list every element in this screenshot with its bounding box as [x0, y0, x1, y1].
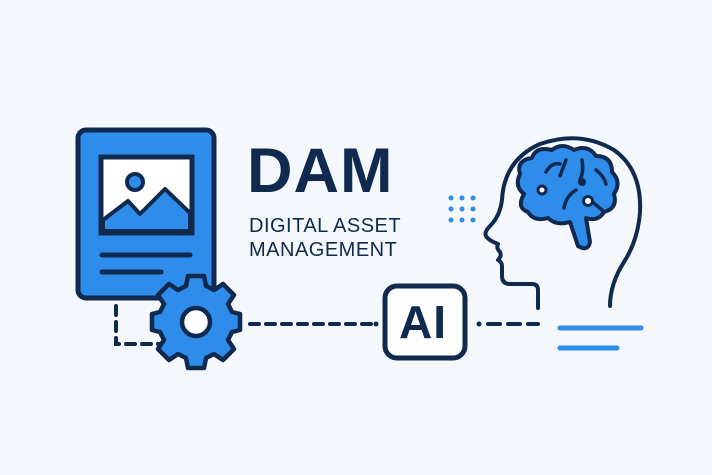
ai-badge-label: AI [399, 296, 447, 348]
human-head-icon [483, 136, 643, 310]
subtitle-line-1: DIGITAL ASSET [249, 215, 402, 237]
image-document-icon [75, 127, 217, 301]
text-lines-icon [557, 325, 644, 351]
dam-subtitle: DIGITAL ASSET MANAGEMENT [249, 214, 401, 262]
subtitle-line-2: MANAGEMENT [249, 239, 398, 261]
connector-ai-to-head [476, 321, 540, 327]
connector-document-to-gear [114, 304, 162, 346]
dam-title: DAM [247, 136, 394, 206]
ai-badge-frame [382, 283, 468, 361]
dot-grid-icon [448, 195, 476, 223]
connector-gear-to-ai [248, 321, 379, 327]
gear-icon [149, 273, 243, 371]
brain-icon [515, 144, 620, 251]
